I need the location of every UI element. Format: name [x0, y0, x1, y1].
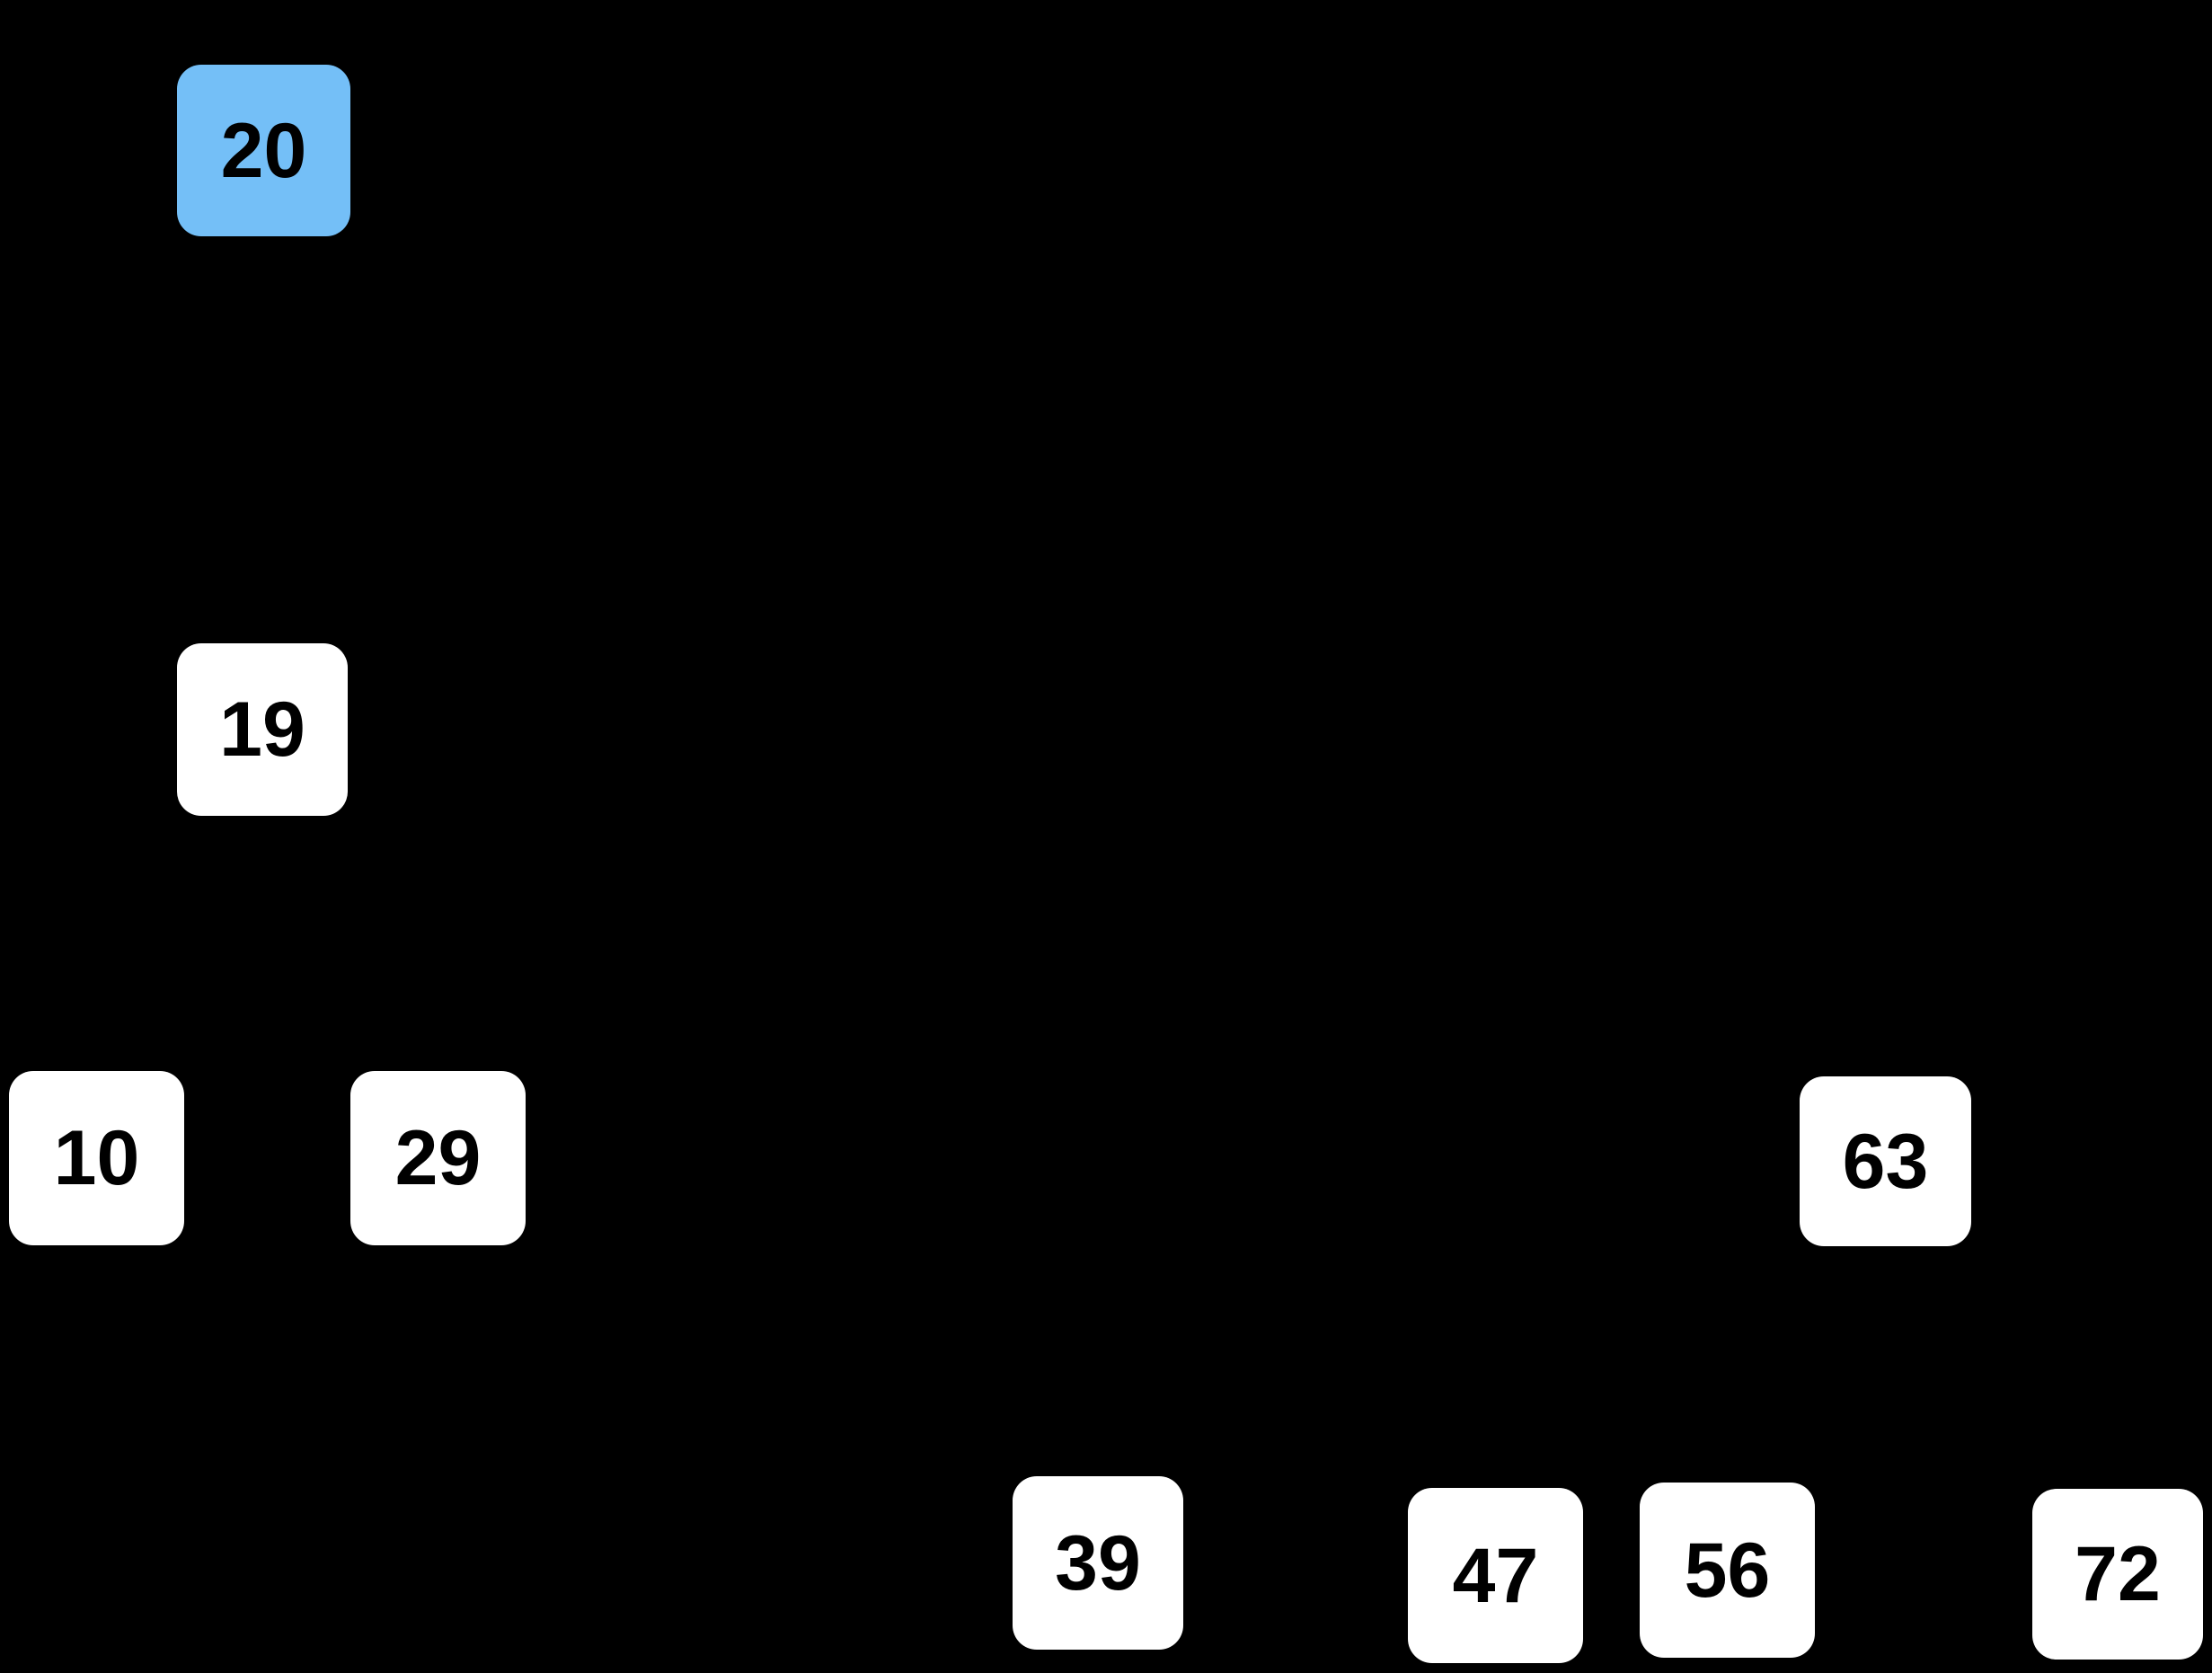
- tree-node-19[interactable]: 19: [177, 643, 348, 816]
- tree-node-29[interactable]: 29: [350, 1071, 526, 1245]
- node-value: 29: [394, 1115, 482, 1201]
- node-value: 63: [1842, 1118, 1929, 1205]
- tree-node-10[interactable]: 10: [9, 1071, 184, 1245]
- node-value: 47: [1452, 1532, 1539, 1619]
- node-value: 72: [2075, 1531, 2161, 1617]
- tree-node-39[interactable]: 39: [1013, 1476, 1183, 1650]
- node-value: 56: [1684, 1527, 1771, 1614]
- tree-node-72[interactable]: 72: [2032, 1489, 2203, 1660]
- node-value: 19: [219, 686, 305, 773]
- node-value: 10: [53, 1115, 140, 1201]
- tree-node-56[interactable]: 56: [1640, 1483, 1815, 1658]
- tree-node-63[interactable]: 63: [1800, 1076, 1971, 1246]
- node-value: 20: [220, 107, 307, 194]
- tree-node-47[interactable]: 47: [1408, 1488, 1583, 1663]
- node-value: 39: [1055, 1519, 1141, 1607]
- tree-node-20[interactable]: 20: [177, 65, 350, 236]
